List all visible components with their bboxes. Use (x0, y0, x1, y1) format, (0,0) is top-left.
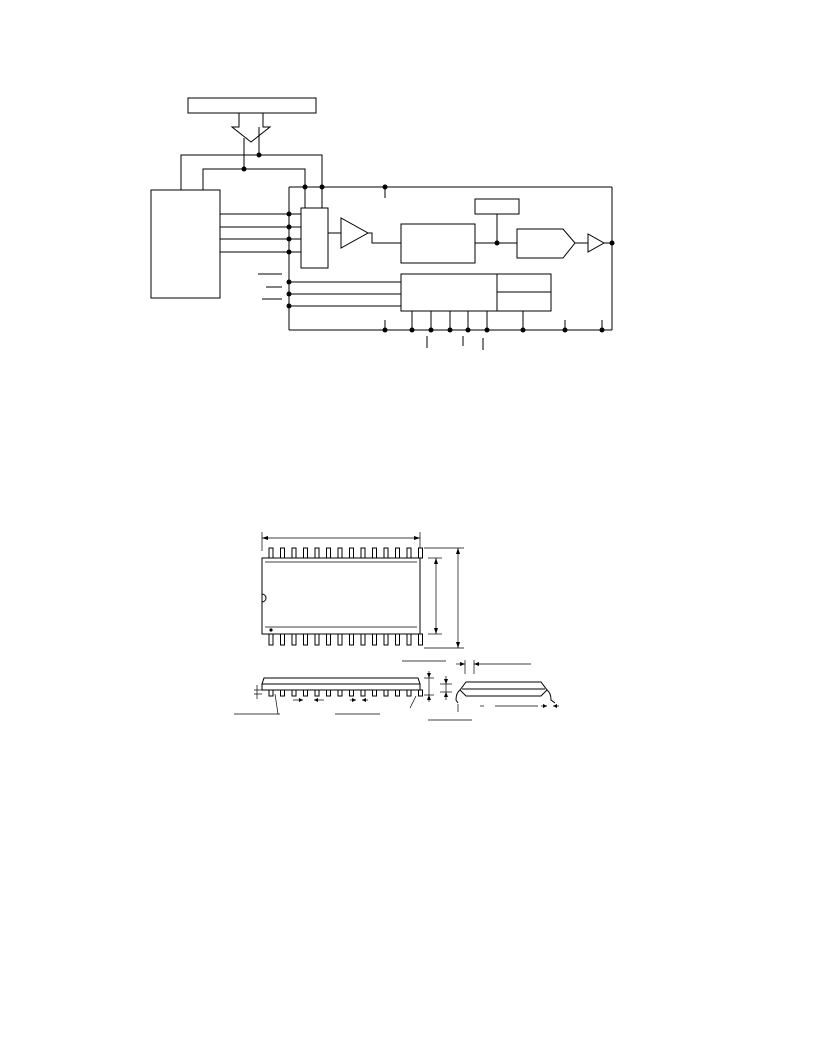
lead-side-3 (291, 689, 297, 697)
lead-side-14 (418, 689, 423, 697)
package-top-view (261, 557, 421, 635)
lead-side-13 (406, 689, 412, 697)
lead-bottom-7 (337, 633, 343, 646)
package-side-view (234, 660, 446, 715)
lead-bottom-4 (303, 633, 308, 646)
lead-top-12 (395, 547, 400, 559)
lead-bottom-12 (395, 633, 400, 646)
lead-top-11 (383, 547, 389, 559)
lead-side-11 (383, 689, 389, 697)
bottom-pins (382, 311, 605, 350)
lead-top-6 (326, 547, 331, 559)
lead-bottom-6 (326, 633, 331, 646)
package-end-view (428, 660, 559, 721)
lead-side-10 (372, 689, 377, 697)
lead-top-3 (291, 547, 297, 559)
lead-top-1 (268, 547, 274, 559)
overall-width-dimension (424, 547, 464, 649)
lead-top-2 (280, 547, 285, 559)
controller-block (150, 189, 221, 299)
lead-side-9 (360, 689, 366, 697)
reference-block (474, 198, 520, 246)
lead-top-7 (337, 547, 343, 559)
lead-top-10 (372, 547, 377, 559)
top-leads-lower (268, 633, 423, 646)
input-amplifier (328, 217, 401, 249)
lead-side-4 (303, 689, 308, 697)
lead-bottom-2 (280, 633, 285, 646)
lead-side-8 (349, 689, 354, 697)
lead-side-2 (280, 689, 285, 697)
mux-block (300, 207, 329, 269)
lead-bottom-3 (291, 633, 297, 646)
lead-bottom-5 (314, 633, 320, 646)
lead-top-14 (418, 547, 423, 559)
lead-top-5 (314, 547, 320, 559)
output-latch (516, 228, 576, 259)
lead-side-1 (268, 689, 274, 697)
lead-bottom-10 (372, 633, 377, 646)
control-logic-block (400, 273, 552, 312)
output-buffer (575, 233, 615, 253)
data-bus (187, 97, 317, 172)
lead-side-6 (326, 689, 331, 697)
lead-top-9 (360, 547, 366, 559)
logic-inputs (258, 273, 401, 309)
lead-bottom-13 (406, 633, 412, 646)
lead-side-12 (395, 689, 400, 697)
converter-block (400, 223, 476, 264)
control-lines (220, 211, 301, 255)
body-width-dimension (428, 557, 442, 635)
lead-bottom-8 (349, 633, 354, 646)
lead-side-5 (314, 689, 320, 697)
lead-top-13 (406, 547, 412, 559)
lead-bottom-11 (383, 633, 389, 646)
lead-top-4 (303, 547, 308, 559)
lead-bottom-1 (268, 633, 274, 646)
lead-top-8 (349, 547, 354, 559)
lead-side-7 (337, 689, 343, 697)
functional-block-diagram (150, 97, 615, 350)
lead-bottom-9 (360, 633, 366, 646)
top-leads-upper (268, 547, 423, 559)
lead-bottom-14 (418, 633, 423, 646)
